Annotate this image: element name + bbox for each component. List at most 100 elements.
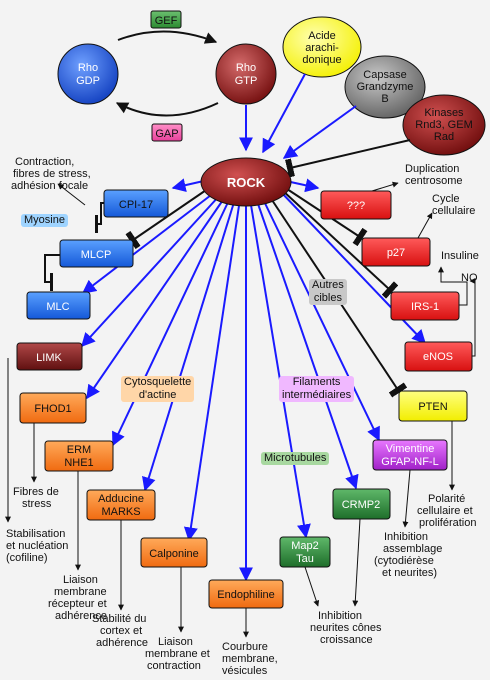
microtubules-tag: Microtubules (261, 452, 330, 465)
adducine-line1: Adducine (98, 493, 144, 505)
irs1-box[interactable] (390, 291, 460, 321)
stabilite-l2: cortex et (100, 625, 142, 637)
duplication-l1: Duplication (405, 163, 459, 175)
p27-box[interactable] (361, 237, 431, 267)
unknown-label: ??? (347, 200, 365, 212)
vimentine-line2: GFAP-NF-L (381, 456, 438, 468)
rho-gdp-line1: Rho (78, 62, 98, 74)
rho-gtp-node[interactable] (215, 43, 277, 105)
vimentine-line1: Vimentine (386, 443, 435, 455)
arrow-to-contraction (57, 183, 86, 206)
rho-gtp-line1: Rho (236, 62, 256, 74)
cycle-arrow-bottom (115, 102, 219, 117)
limk-box[interactable] (16, 342, 83, 371)
kinases-line1: Kinases (424, 107, 464, 119)
inhib-neur-l1: Inhibition (318, 610, 362, 622)
mlcp-label: MLCP (81, 249, 112, 261)
rho-gdp-node[interactable] (57, 43, 119, 105)
gap-box[interactable] (151, 123, 183, 142)
outcome-arrows (5, 181, 476, 638)
cycle-l2: cellulaire (432, 205, 475, 217)
enos-label: eNOS (423, 351, 453, 363)
cyto-l2: d'actine (138, 389, 177, 401)
gef-label: GEF (155, 15, 178, 27)
fibres-l2: stress (22, 498, 52, 510)
filaments-tag: Filaments intermédiaires (279, 376, 355, 402)
inhibit-mlcp-mlc (44, 254, 62, 283)
erm-box[interactable] (44, 440, 114, 472)
mlc-label: MLC (46, 301, 69, 313)
limk-label: LIMK (36, 352, 62, 364)
capsase-line2: Grandzyme (357, 81, 414, 93)
outcome-texts: Contraction, fibres de stress, adhésion … (6, 156, 479, 677)
autres-l2: cibles (313, 292, 342, 304)
acide-node[interactable] (282, 16, 362, 78)
rock-node[interactable] (200, 157, 292, 207)
myosine-tag: Myosine (21, 214, 68, 227)
acide-line2: arachi- (305, 42, 339, 54)
mlc-box[interactable] (26, 291, 91, 320)
stabilisation-l2: et nucléation (6, 540, 68, 552)
cycle-arrow-top (117, 30, 218, 44)
polarite-l2: cellulaire et (417, 505, 473, 517)
liaison-rec-l4: adhérence (55, 610, 107, 622)
autres-cibles-tag: Autres cibles (309, 279, 347, 305)
mlcp-box[interactable] (59, 239, 134, 268)
rock-label: ROCK (227, 175, 266, 190)
microtubules-text: Microtubules (264, 452, 327, 464)
crmp2-box[interactable] (332, 488, 391, 520)
fhod1-label: FHOD1 (34, 403, 71, 415)
polarite-l3: prolifération (419, 517, 476, 529)
inhib-ass-l1: Inhibition (384, 531, 428, 543)
liaison-con-l3: contraction (147, 660, 201, 672)
cycle-l1: Cycle (432, 193, 460, 205)
fil-l1: Filaments (292, 376, 341, 388)
calponine-box[interactable] (140, 537, 208, 568)
cytosquelette-tag: Cytosquelette d'actine (121, 376, 195, 402)
courbure-l2: membrane, (222, 653, 278, 665)
pten-label: PTEN (418, 401, 447, 413)
erm-line1: ERM (67, 444, 91, 456)
autres-l1: Autres (312, 279, 344, 291)
courbure-l1: Courbure (222, 641, 268, 653)
capsase-node[interactable] (344, 55, 426, 119)
calponine-label: Calponine (149, 548, 199, 560)
irs1-label: IRS-1 (411, 301, 439, 313)
contraction-l3: adhésion focale (11, 180, 88, 192)
adducine-line2: MARKS (101, 506, 140, 518)
inhibit-kinases-rock (285, 139, 411, 178)
contraction-l1: Contraction, (15, 156, 74, 168)
gef-box[interactable] (150, 10, 182, 29)
stabilisation-l1: Stabilisation (6, 528, 65, 540)
fibres-l1: Fibres de (13, 486, 59, 498)
liaison-rec-l2: membrane (54, 586, 107, 598)
stabilisation-l3: (cofiline) (6, 552, 48, 564)
myosine-text: Myosine (24, 214, 65, 226)
capsase-line1: Capsase (363, 69, 406, 81)
liaison-rec-l3: récepteur et (48, 598, 107, 610)
kinases-node[interactable] (402, 94, 486, 156)
unknown-box[interactable] (320, 190, 392, 220)
stabilite-l1: Stabilité du (92, 613, 146, 625)
pten-box[interactable] (398, 390, 468, 422)
crmp2-label: CRMP2 (342, 499, 381, 511)
no-text: NO (461, 272, 478, 284)
gap-label: GAP (155, 128, 178, 140)
rho-gdp-line2: GDP (76, 75, 100, 87)
liaison-rec-l1: Liaison (63, 574, 98, 586)
fil-l2: intermédiaires (282, 389, 352, 401)
insuline-text: Insuline (441, 250, 479, 262)
cpi17-label: CPI-17 (119, 199, 153, 211)
cpi17-box[interactable] (103, 189, 169, 218)
inhib-ass-l3: (cytodiérèse (374, 555, 434, 567)
polarite-l1: Polarité (428, 493, 465, 505)
contraction-l2: fibres de stress, (13, 168, 91, 180)
endophiline-label: Endophiline (217, 589, 275, 601)
inhib-ass-l2: assemblage (383, 543, 442, 555)
arrow-acide-rock (262, 73, 306, 154)
fhod1-box[interactable] (19, 392, 87, 424)
duplication-l2: centrosome (405, 175, 462, 187)
acide-line3: donique (302, 54, 341, 66)
inhib-ass-l4: et neurites) (382, 567, 437, 579)
